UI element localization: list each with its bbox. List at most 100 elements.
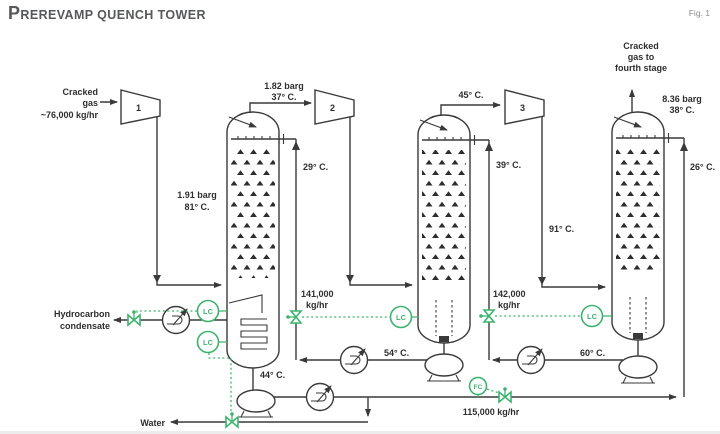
process-piping [100,89,688,425]
lc-tag: LC [396,313,407,322]
compressor1-number: 1 [136,103,141,113]
cooler-arrow [172,308,188,326]
t2-bottoms-temp: 54° C. [384,348,409,358]
cooler-54c [339,345,369,375]
fc-tag: FC [474,384,483,391]
quench-tower-3 [611,111,684,341]
t1-overhead-temp: 37° C. [271,92,296,102]
t3-overhead-temp: 38° C. [669,105,694,115]
title-rest: REREVAMP QUENCH TOWER [20,8,206,22]
level-controller-3: LC [389,305,413,329]
c3-discharge-temp: 91° C. [549,224,574,234]
fc-bubble [468,376,488,396]
pump1-base [239,410,273,418]
spray-nozzles [622,135,656,138]
level-controller-4: LC [580,304,604,328]
cooler-tube [345,355,361,365]
compressor-2: 2 [314,89,355,125]
c1-discharge-pressure: 1.91 barg [177,190,217,200]
cooler-arrow [316,385,332,403]
pump3-base [621,376,655,384]
down-arrow [346,275,354,283]
compressor3-body [504,89,545,125]
quench-tower-1 [226,111,296,369]
condensate-label-1: Hydrocarbon [54,309,110,319]
compressor1-discharge-line [156,116,222,288]
tower3-inlet-deflector [613,116,642,128]
cooler-tube [522,355,538,365]
lc-bubble [389,305,413,329]
t3-bottoms-temp: 60° C. [580,348,605,358]
lc2-signal [208,353,232,414]
flange [469,135,476,145]
water-label: Water [140,418,165,428]
t3-overhead-pressure: 8.36 barg [662,94,702,104]
t3-spray-temp: 26° C. [690,162,715,172]
control-valve-riser1 [286,310,303,324]
compressor-1: 1 [120,89,161,125]
compressor1-body [120,89,161,125]
lc-bubble [580,304,604,328]
pump-tower2 [424,343,464,382]
stream-labels: Cracked gas ~76,000 kg/hr 1.91 barg 81° … [41,41,715,428]
riser2-flow-2: kg/hr [498,300,521,310]
compressor2-discharge-line [349,116,413,288]
feed-label-1: Cracked [62,87,98,97]
flow-controller: FC [468,376,488,396]
title-lead: P [8,3,21,23]
tower1-inlet-deflector [228,116,257,128]
spray-nozzles [428,137,462,140]
t1-overhead-pressure: 1.82 barg [264,81,304,91]
lc-tag: LC [203,338,214,347]
riser1-flow-1: 141,000 [301,289,334,299]
instrumentation: LC LC LC LC FC [127,299,612,429]
control-valve-condensate [127,310,141,327]
control-valve-water [225,412,239,429]
cooler-tube [167,315,183,325]
instrument-taps [219,310,612,397]
cooler-arrow [527,348,543,366]
tower1-overhead-line [249,100,312,113]
quench-tower-2 [417,114,489,344]
page-title: PREREVAMP QUENCH TOWER [8,3,206,24]
lc-tag: LC [587,312,598,321]
compressor3-discharge-line [541,116,606,290]
cooler-makeup [305,382,335,412]
fc-signal [486,388,500,394]
feed-flow: ~76,000 kg/hr [41,110,99,120]
down-arrow [538,277,546,285]
pump-tower3 [618,340,658,384]
condensate-label-2: condensate [60,321,110,331]
pump3-casing [618,355,658,379]
down-arrow [153,275,161,283]
c1-discharge-temp: 81° C. [184,202,209,212]
t1-bottoms-temp: 44° C. [260,370,285,380]
tower3-packing [616,148,660,272]
makeup-flow: 115,000 kg/hr [463,407,520,417]
tower3-vortex-breaker [629,297,647,333]
up-arrow [680,142,688,151]
page-bottom-edge [0,431,720,434]
lc-tag: LC [203,307,214,316]
lc-bubble [196,299,220,323]
spray-nozzles [237,136,271,139]
lc1-signal [136,310,197,315]
cooler-condensate [161,305,191,335]
tower2-outlet-nozzle [439,336,449,342]
pump2-casing [424,353,464,377]
compressor3-number: 3 [520,103,525,113]
flange [278,134,285,144]
t2-overhead-temp: 45° C. [458,90,483,100]
up-arrow [292,141,300,150]
level-controller-1: LC [196,299,220,323]
pump-tower1 [236,368,276,418]
tower2-inlet-deflector [419,119,448,131]
cooler-arrow [350,348,366,366]
tower3-outlet-nozzle [633,333,643,339]
tower1-baffle [228,294,263,313]
figure-label: Fig. 1 [688,8,710,18]
lc-bubble [196,330,220,354]
control-valve-riser2 [479,309,496,323]
tower1-coil [240,318,268,350]
